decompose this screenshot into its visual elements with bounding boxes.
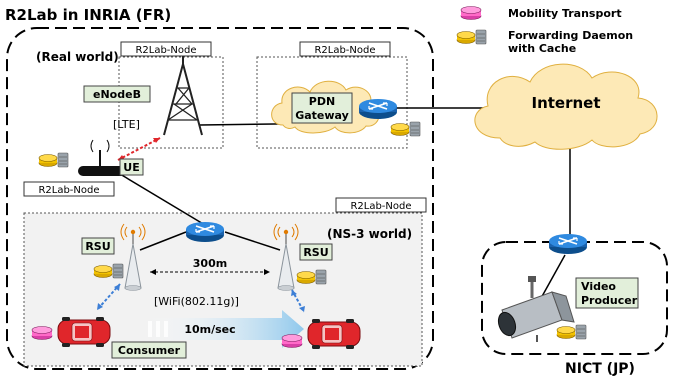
- rsu-right-label: RSU: [303, 246, 328, 259]
- pdn-label-line1: PDN: [309, 95, 335, 108]
- rsu-right-server-icon: [315, 269, 327, 285]
- enodeb-label: eNodeB: [93, 88, 141, 101]
- ue-label-box: [119, 158, 144, 176]
- legend-forwarding-line2: with Cache: [508, 42, 576, 55]
- ue-label: UE: [123, 161, 139, 174]
- consumer-label: Consumer: [118, 344, 181, 357]
- legend-server-icon: [475, 29, 487, 45]
- speed-arrow-stripe: [156, 321, 160, 337]
- rsu-right-label-box: [299, 243, 333, 261]
- moving-car-mobility-icon: [281, 334, 303, 348]
- pdn-node-label-box: [299, 41, 391, 57]
- enodeb-node-label: R2Lab-Node: [135, 45, 196, 56]
- pdn-label-line2: Gateway: [295, 109, 349, 122]
- internet-cloud-icon: [474, 63, 658, 150]
- enodeb-node-label-box: [120, 41, 212, 57]
- rsu-left-server-icon: [112, 263, 124, 279]
- pdn-node-box: [256, 56, 408, 149]
- video-label-line2: Producer: [581, 294, 638, 307]
- ue-cache-icon: [38, 154, 58, 167]
- ns3-node-label: R2Lab-Node: [350, 201, 411, 212]
- pdn-label-box: [291, 92, 353, 124]
- rsu-left-cache-icon: [93, 265, 113, 278]
- consumer-car-icon: [57, 316, 111, 348]
- rsu-left-label: RSU: [85, 240, 110, 253]
- link-router-rsu-left: [139, 231, 187, 251]
- video-cache-icon: [556, 326, 576, 339]
- distance-label: 300m: [193, 257, 227, 270]
- moving-car-icon: [307, 318, 361, 350]
- lte-label: [LTE]: [113, 118, 140, 131]
- wifi-right-arrowheads: [291, 290, 305, 312]
- r2lab-boundary: [6, 27, 434, 370]
- ns3-node-label-box: [335, 197, 427, 213]
- page-title: R2Lab in INRIA (FR): [5, 6, 171, 24]
- ns3-router-icon: [185, 221, 225, 243]
- rsu-left-label-box: [81, 237, 115, 255]
- consumer-label-box: [111, 341, 187, 359]
- internet-label: Internet: [531, 94, 600, 112]
- ue-server-icon: [57, 152, 69, 168]
- consumer-mobility-icon: [31, 326, 53, 340]
- enodeb-tower-icon: [163, 56, 203, 136]
- nict-label: NICT (JP): [565, 361, 635, 377]
- wifi-label: [WiFi(802.11g)]: [154, 295, 239, 308]
- rsu-right-cache-icon: [296, 271, 316, 284]
- speed-label: 10m/sec: [184, 323, 235, 336]
- pdn-server-icon: [409, 121, 421, 137]
- nict-boundary: [481, 241, 668, 355]
- video-server-icon: [575, 324, 587, 340]
- ue-node-label-box: [23, 181, 115, 197]
- ue-device-icon: [78, 139, 126, 176]
- pdn-cache-icon: [390, 123, 410, 136]
- speed-arrow: [144, 310, 304, 348]
- enodeb-label-box: [83, 85, 151, 103]
- real-world-label: (Real world): [36, 50, 119, 64]
- lte-arrowheads: [118, 138, 160, 160]
- video-label-line1: Video: [581, 280, 616, 293]
- legend-forwarding-line1: Forwarding Daemon: [508, 29, 633, 42]
- pdn-router-icon: [358, 98, 398, 120]
- legend-cache-icon: [456, 31, 476, 44]
- speed-arrow-stripe: [164, 321, 168, 337]
- speed-arrow-stripe: [148, 321, 152, 337]
- link-nict-camera: [539, 254, 566, 301]
- pdn-node-label: R2Lab-Node: [314, 45, 375, 56]
- video-label-box: [575, 277, 639, 309]
- link-ue-ns3: [119, 173, 206, 226]
- legend-mobility-label: Mobility Transport: [508, 7, 622, 20]
- lte-link: [117, 137, 161, 161]
- legend-mobility-icon: [460, 6, 482, 20]
- nict-router-icon: [548, 233, 588, 255]
- ue-node-label: R2Lab-Node: [38, 185, 99, 196]
- ns3-world-label: (NS-3 world): [327, 227, 412, 241]
- video-camera-icon: [497, 276, 575, 342]
- link-router-rsu-right: [224, 231, 281, 251]
- wifi-left-arrowheads: [97, 284, 120, 310]
